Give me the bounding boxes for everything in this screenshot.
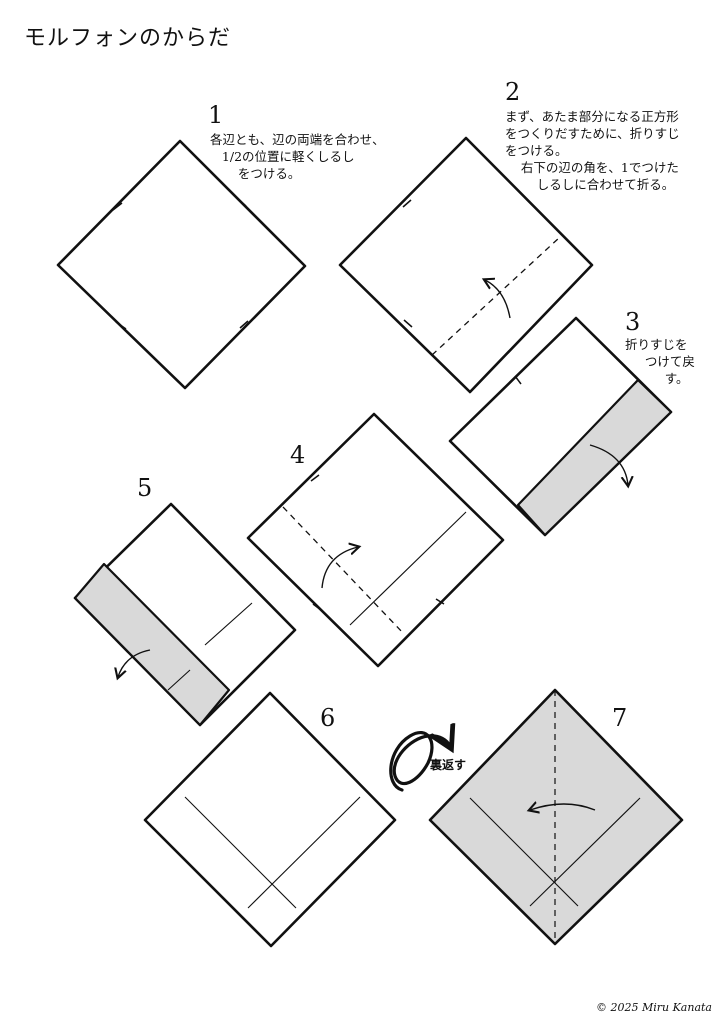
step-7-fold-arrow <box>530 804 596 810</box>
step-3-figure <box>448 316 673 537</box>
step-2-fold-line <box>431 236 561 356</box>
flip-over-icon <box>389 733 450 792</box>
step-6-figure <box>143 691 397 948</box>
step-4-figure <box>246 412 505 668</box>
step-1-figure <box>56 139 307 390</box>
step-5-number: 5 <box>137 474 153 502</box>
step-3-number: 3 <box>625 308 641 336</box>
step-4-number: 4 <box>290 441 306 469</box>
step-4-fold-arrow <box>321 547 358 589</box>
step-2-fold-arrow <box>485 280 511 319</box>
page-title: モルフォンのからだ <box>24 26 232 51</box>
step-2-figure <box>338 136 594 394</box>
step-2-note: まず、あたま部分になる正方形 をつくりだすために、折りすじ をつける。 右下の辺… <box>505 109 680 192</box>
copyright: © 2025 Miru Kanata <box>595 1001 712 1014</box>
step-7-number: 7 <box>612 704 628 732</box>
step-3-note: 折りすじを つけて戻 す。 <box>625 337 695 386</box>
flip-over-label: 裏返す <box>430 758 467 772</box>
step-4-crease <box>349 511 467 626</box>
step-7-figure <box>428 688 684 946</box>
step-3-shaded-flap <box>516 378 673 537</box>
step-5-shaded-flap <box>73 562 231 727</box>
step-2-number: 2 <box>505 78 521 106</box>
step-3-unfold-arrow <box>589 444 628 485</box>
step-4-fold-line <box>282 506 405 635</box>
step-1-marks <box>112 197 249 330</box>
step-6-number: 6 <box>320 704 336 732</box>
step-5-figure <box>73 502 297 727</box>
step-1-number: 1 <box>208 101 224 129</box>
step-5-fold-arrow <box>118 649 151 677</box>
step-1-note: 各辺とも、辺の両端を合わせ、 1/2の位置に軽くしるし をつける。 <box>210 132 385 181</box>
